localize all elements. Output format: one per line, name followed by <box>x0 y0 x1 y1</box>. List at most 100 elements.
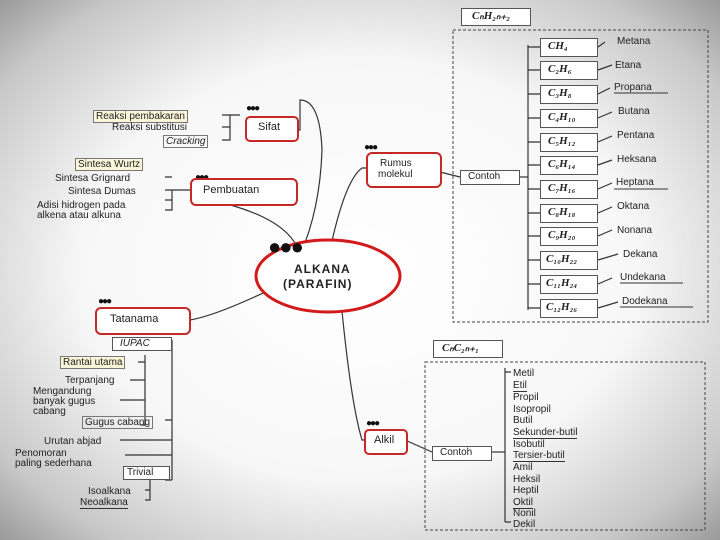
alkyl-name-12: Nonil <box>513 508 536 519</box>
penomoran-line1: Penomoran <box>15 448 67 459</box>
alkyl-name-8: Amil <box>513 462 533 473</box>
formula-box-11 <box>540 299 598 318</box>
sifat-item-0: Reaksi pembakaran <box>93 110 188 123</box>
rumus-node[interactable] <box>366 152 442 188</box>
alkane-name-7: Oktana <box>617 201 650 212</box>
rantai-utama-label: Rantai utama <box>60 356 126 369</box>
alkane-name-6: Heptana <box>616 177 654 188</box>
alkane-name-0: Metana <box>617 36 651 47</box>
tatanama-node[interactable] <box>95 307 191 335</box>
alkane-name-10: Undekana <box>620 272 666 283</box>
iupac-label: IUPAC <box>120 338 150 349</box>
sifat-item-1: Reaksi substitusi <box>112 122 188 133</box>
formula-box-2 <box>540 85 598 104</box>
formula-11: C₁₂H₂₆ <box>546 301 578 313</box>
alkane-name-3: Butana <box>618 106 650 117</box>
formula-box-7 <box>540 204 598 223</box>
alkane-name-5: Heksana <box>617 154 657 165</box>
alkyl-name-1: Etil <box>513 380 527 392</box>
alkyl-name-0: Metil <box>513 368 535 379</box>
penomoran-line2: paling sederhana <box>15 458 92 469</box>
trivial-label: Trivial <box>127 467 154 478</box>
sifat-dots-icon: ●●● <box>246 103 260 114</box>
pembuatan-item-2: Sintesa Dumas <box>68 186 136 197</box>
tatanama-title: Tatanama <box>110 313 159 325</box>
formula-box-3 <box>540 109 598 128</box>
sifat-title: Sifat <box>258 121 281 133</box>
sifat-node[interactable] <box>245 116 299 142</box>
pembuatan-dots-icon: ●●● <box>195 172 209 183</box>
trivial-item-0: Isoalkana <box>88 486 131 497</box>
iupac-box <box>112 337 172 351</box>
formula-box-6 <box>540 180 598 199</box>
alkane-name-8: Nonana <box>617 225 653 236</box>
pembuatan-node[interactable] <box>190 178 298 206</box>
alkil-general-formula-text: CₙC₂ₙ₊₁ <box>442 342 479 354</box>
formula-box-1 <box>540 61 598 80</box>
pembuatan-title: Pembuatan <box>203 184 260 196</box>
alkane-name-9: Dekana <box>623 249 658 260</box>
formula-box-4 <box>540 133 598 152</box>
rantai-item-2: banyak gugus <box>33 396 96 407</box>
pembuatan-item-3: Adisi hidrogen pada <box>37 200 126 211</box>
sifat-item-2: Cracking <box>163 135 209 148</box>
formula-box-8 <box>540 227 598 246</box>
alkyl-name-9: Heksil <box>513 474 541 485</box>
urutan-abjad-label: Urutan abjad <box>44 436 102 447</box>
formula-7: C₈H₁₈ <box>548 206 576 218</box>
formula-10: C₁₁H₂₄ <box>546 277 578 289</box>
formula-5: C₆H₁₄ <box>548 158 576 170</box>
rumus-title-line2: molekul <box>378 169 413 180</box>
alkil-contoh-label: Contoh <box>440 447 473 458</box>
formula-6: C₇H₁₆ <box>548 182 576 194</box>
center-dots-icon: ●●● <box>268 234 304 259</box>
gugus-cabang-label: Gugus cabang <box>82 416 154 429</box>
formula-2: C₃H₈ <box>548 87 572 99</box>
formula-1: C₂H₆ <box>548 63 572 75</box>
alkane-name-2: Propana <box>614 82 652 93</box>
pembuatan-item-0: Sintesa Wurtz <box>75 158 144 171</box>
formula-box-9 <box>540 251 598 270</box>
alkyl-name-10: Heptil <box>513 485 539 496</box>
rumus-contoh-box[interactable] <box>460 170 520 185</box>
alkyl-name-6: Isobutil <box>513 439 545 450</box>
alkyl-name-4: Butil <box>513 415 533 426</box>
rumus-general-formula-text: CₙH₂ₙ₊₂ <box>472 10 511 22</box>
rumus-general-formula <box>461 8 531 26</box>
pembuatan-item-1: Sintesa Grignard <box>55 173 131 184</box>
alkil-title: Alkil <box>374 434 395 446</box>
trivial-item-1: Neoalkana <box>80 497 128 509</box>
alkane-name-4: Pentana <box>617 130 655 141</box>
alkyl-name-13: Dekil <box>513 519 536 530</box>
alkyl-name-11: Oktil <box>513 497 533 509</box>
alkil-dots-icon: ●●● <box>366 418 380 429</box>
alkil-node[interactable] <box>364 429 408 455</box>
rantai-item-1: Mengandung <box>33 386 92 397</box>
alkyl-name-5: Sekunder-butil <box>513 427 578 439</box>
rantai-item-3: cabang <box>33 406 66 417</box>
trivial-box <box>123 466 170 480</box>
center-title: ALKANA <box>294 262 351 276</box>
alkyl-name-3: Isopropil <box>513 404 551 415</box>
alkyl-name-2: Propil <box>513 392 539 403</box>
rumus-dots-icon: ●●● <box>364 142 378 153</box>
formula-3: C₄H₁₀ <box>548 111 576 123</box>
formula-4: C₅H₁₂ <box>548 135 576 147</box>
pembuatan-item-4: alkena atau alkuna <box>37 210 121 221</box>
rantai-item-0: Terpanjang <box>65 375 115 386</box>
center-subtitle: (PARAFIN) <box>283 277 353 291</box>
alkyl-name-7: Tersier-butil <box>513 450 565 462</box>
formula-box-10 <box>540 275 598 294</box>
formula-9: C₁₀H₂₂ <box>546 253 578 265</box>
alkil-general-formula <box>433 340 503 358</box>
alkane-name-1: Etana <box>615 60 642 71</box>
formula-box-5 <box>540 156 598 175</box>
formula-0: CH₄ <box>548 40 568 52</box>
tatanama-dots-icon: ●●● <box>98 296 112 307</box>
alkil-contoh-box[interactable] <box>432 446 492 461</box>
formula-8: C₉H₂₀ <box>548 229 576 241</box>
formula-box-0 <box>540 38 598 57</box>
alkane-name-11: Dodekana <box>622 296 668 307</box>
